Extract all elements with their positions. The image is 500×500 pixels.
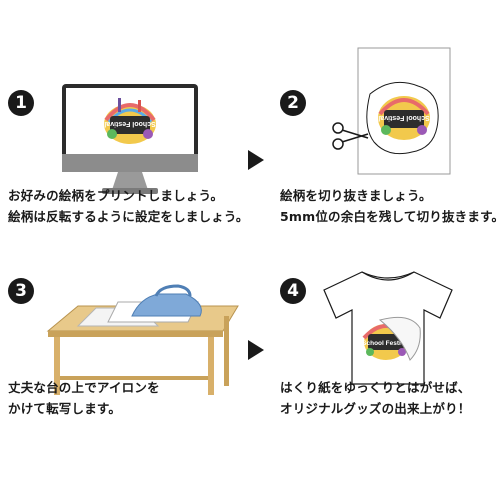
step-3-caption: 丈夫な台の上でアイロンを かけて転写します。: [8, 380, 160, 416]
step-4-number-badge: 4: [280, 278, 306, 304]
step-1-caption: お好みの絵柄をプリントしましょう。 絵柄は反転するように設定をしましょう。: [8, 188, 249, 224]
iron-icon: [131, 284, 202, 317]
svg-text:School Festival: School Festival: [378, 114, 429, 121]
svg-text:School Festival: School Festival: [104, 120, 155, 127]
scissors-icon: [332, 122, 369, 150]
step-2-caption: 絵柄を切り抜きましょう。 5mm位の余白を残して切り抜きます。: [280, 188, 500, 224]
festival-artwork-icon: School Festival: [104, 98, 156, 144]
step-2-number-badge: 2: [280, 90, 306, 116]
arrow-right-icon: [248, 340, 264, 360]
ironing-table-illustration: [46, 284, 239, 395]
peel-sheet-icon: [378, 316, 421, 361]
step-1-number-badge: 1: [8, 90, 34, 116]
step-3-number-badge: 3: [8, 278, 34, 304]
step-4-caption: はくり紙をゆっくりとはがせば、 オリジナルグッズの出来上がり！: [280, 380, 471, 416]
tshirt-illustration: School Festival: [323, 271, 453, 385]
arrow-right-icon: [248, 150, 264, 170]
svg-text:School Festival: School Festival: [362, 340, 410, 347]
monitor-illustration: School Festival: [62, 84, 198, 194]
cutout-sheet-illustration: School Festival: [332, 47, 451, 175]
